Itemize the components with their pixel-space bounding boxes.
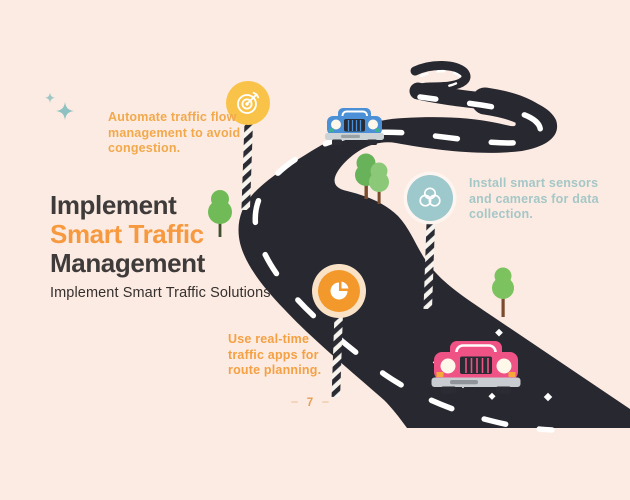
page-title-line: Management [50,248,205,278]
page-title-line-accent: Smart Traffic [50,219,204,249]
note-line: collection. [469,207,534,221]
overlapping-circles-icon [403,171,457,225]
target-dart-icon [226,81,270,125]
tree-icon [208,190,232,237]
milestone-pole [423,223,435,310]
note-line: management to avoid [108,125,241,140]
note-line: traffic apps for [228,347,319,362]
page-title-line: Implement [50,190,177,220]
page-number-value: 7 [306,397,314,409]
title-block: Implement Smart Traffic Management Imple… [50,190,310,302]
note-line: Use real-time [228,332,310,346]
road-center-dashes [252,69,555,433]
pink-car-icon [431,341,521,394]
note-line: congestion. [108,141,181,155]
pie-chart-icon [312,264,366,318]
blue-car-icon [325,108,384,145]
sparkle-icon [45,92,74,120]
milestone-pole [331,315,343,398]
page-number: 7 [275,397,345,409]
note-line: Install smart sensors [469,176,599,190]
note-apps: Use real-time traffic apps for route pla… [228,332,321,379]
page-number-dash [322,400,330,403]
note-line: Automate traffic flow [108,110,237,124]
note-line: route planning. [228,363,322,377]
note-line: and cameras for data [469,191,599,206]
note-sensors: Install smart sensors and cameras for da… [469,176,599,223]
tree-icon [492,267,514,317]
milestone-pole [241,120,254,211]
page-subtitle: Implement Smart Traffic Solutions [50,285,271,301]
note-automate: Automate traffic flow management to avoi… [108,110,240,157]
tree-icon [369,162,389,204]
page-number-dash [290,400,298,403]
